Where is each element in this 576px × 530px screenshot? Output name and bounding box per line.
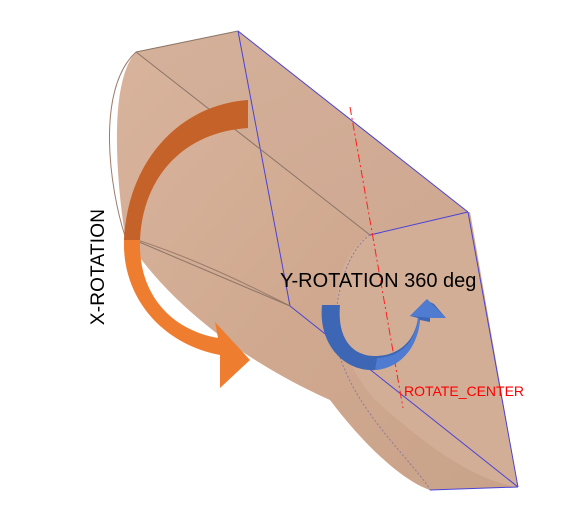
rotate-center-label: ROTATE_CENTER [404,383,525,399]
top-flat-face [136,31,468,235]
silhouette-lines [124,30,371,307]
half-cylinder-solid[interactable] [108,30,519,491]
curved-arrow-icon [123,100,250,388]
y-rotation-label: Y-ROTATION 360 deg [280,270,477,292]
u-turn-arrow-icon [321,299,446,371]
x-rotation-label: X-ROTATION [88,208,109,326]
front-cap-arc [335,234,431,491]
end-cap-face [336,212,518,487]
rotate-center-axis [349,106,404,409]
